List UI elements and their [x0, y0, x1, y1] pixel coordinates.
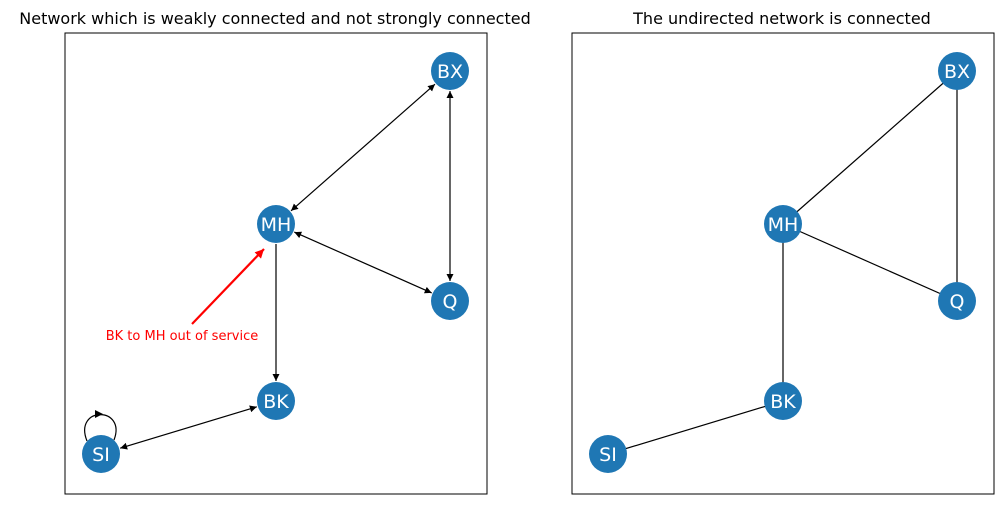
left-node-bx-label: BX [437, 61, 463, 83]
left-node-mh: MH [257, 205, 295, 243]
left-node-q: Q [431, 282, 469, 320]
left-edge-bk-si [119, 405, 258, 450]
left-node-si-circle [82, 435, 120, 473]
right-node-mh-circle [764, 205, 802, 243]
right-node-bk: BK [764, 382, 802, 420]
right-nodes: BX MH Q BK SI [589, 52, 976, 473]
left-edge-mh-q [294, 231, 432, 294]
left-panel: Network which is weakly connected and no… [19, 9, 531, 495]
right-node-mh-label: MH [768, 214, 799, 236]
right-edge-mh-bx [782, 70, 958, 225]
right-panel-title: The undirected network is connected [632, 9, 931, 28]
left-node-bx-circle [431, 52, 469, 90]
right-node-bk-label: BK [770, 391, 796, 413]
left-edge-si-si-self-loop-arrowhead [95, 410, 103, 418]
right-panel-frame [571, 32, 995, 495]
right-edge-bk-si [607, 400, 784, 455]
left-node-bk: BK [257, 382, 295, 420]
right-node-q: Q [938, 282, 976, 320]
right-node-bx: BX [938, 52, 976, 90]
right-node-q-label: Q [950, 291, 965, 313]
right-node-si: SI [589, 435, 627, 473]
left-node-si: SI [82, 435, 120, 473]
right-panel: The undirected network is connected BX MH… [571, 9, 995, 495]
left-annotation: BK to MH out of service [106, 248, 265, 344]
left-node-bx: BX [431, 52, 469, 90]
right-node-si-circle [589, 435, 627, 473]
right-node-bk-circle [764, 382, 802, 420]
right-node-bx-circle [938, 52, 976, 90]
annotation-arrow [191, 248, 265, 325]
left-node-q-circle [431, 282, 469, 320]
left-node-bk-label: BK [263, 391, 289, 413]
left-node-mh-circle [257, 205, 295, 243]
left-nodes: BX MH Q BK SI [82, 52, 469, 473]
left-node-bk-circle [257, 382, 295, 420]
right-node-bx-label: BX [944, 61, 970, 83]
left-node-si-label: SI [92, 444, 110, 466]
right-node-mh: MH [764, 205, 802, 243]
right-node-q-circle [938, 282, 976, 320]
right-node-si-label: SI [599, 444, 617, 466]
left-edge-mh-bx [290, 83, 436, 212]
right-edge-mh-q [782, 223, 958, 302]
left-panel-frame [64, 32, 488, 495]
left-edges [84, 83, 454, 450]
right-edges [607, 70, 958, 455]
left-node-q-label: Q [443, 291, 458, 313]
annotation-text: BK to MH out of service [106, 329, 259, 344]
left-panel-title: Network which is weakly connected and no… [19, 9, 531, 28]
left-node-mh-label: MH [261, 214, 292, 236]
